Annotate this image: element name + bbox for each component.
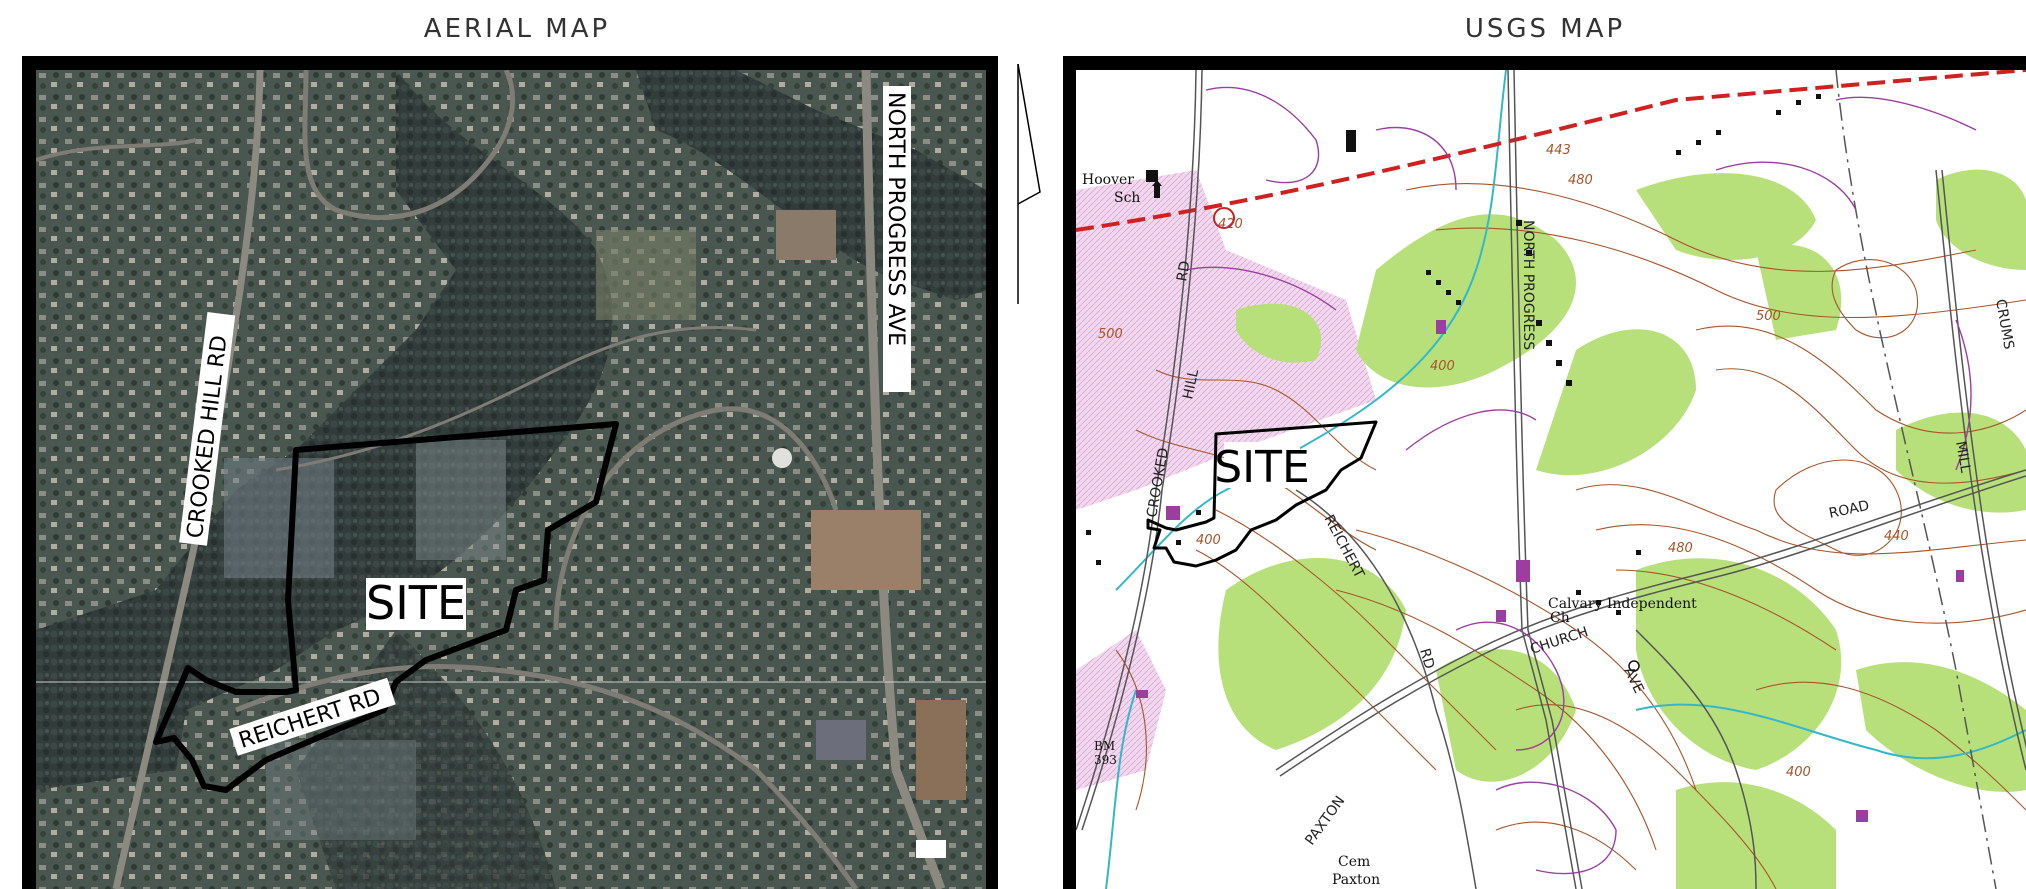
field (416, 440, 506, 560)
building (816, 720, 866, 760)
field (266, 740, 416, 840)
contour-label: 400 (1430, 359, 1455, 374)
local-road (36, 138, 197, 162)
route-shield-icon (1213, 207, 1235, 229)
building (916, 700, 966, 800)
site-label-bg (366, 578, 466, 630)
label-sch: Sch (1114, 190, 1140, 206)
aerial-map-frame: SITE CROOKED HILL RD NORTH PROGRESS AVE … (22, 56, 998, 889)
subdivision-road (302, 70, 516, 220)
field (596, 230, 696, 320)
subdivision-road (235, 663, 859, 889)
roads (1076, 70, 2026, 889)
label-bm: BM (1094, 739, 1115, 753)
label-hoover: Hoover (1082, 172, 1134, 188)
label-north-progress: NORTH PROGRESS (1520, 220, 1536, 350)
label-ch: Ch (1550, 610, 1570, 626)
landmark-icon (1628, 660, 1640, 672)
contour-label: 400 (1786, 765, 1811, 780)
contour-label: 500 (1098, 327, 1123, 342)
label-mill: MILL (1952, 440, 1973, 474)
contour-label: 500 (1756, 309, 1781, 324)
usgs-site-label: SITE (1214, 442, 1310, 493)
boundary-line (1076, 70, 2026, 232)
north-arrow-icon (1017, 64, 1041, 304)
label-bm-value: 393 (1094, 753, 1117, 767)
school-icon (1152, 180, 1162, 198)
stream (1115, 70, 1507, 591)
building (811, 510, 921, 590)
contour-label: 400 (1196, 533, 1221, 548)
purple-buildings (1136, 320, 1964, 822)
usgs-map-frame: SITE CROOKED HILL RD NORTH PROGRESS REIC… (1063, 56, 2026, 889)
label-rd-lower: RD (1416, 647, 1437, 671)
stream (1105, 689, 1137, 889)
north-progress-road (861, 70, 946, 889)
buildings (1086, 94, 1821, 615)
vegetation (1218, 169, 2026, 889)
usgs-map-title: USGS MAP (1464, 14, 1626, 44)
local-road (275, 325, 757, 472)
site-boundary[interactable] (153, 421, 619, 793)
usgs-map[interactable]: SITE CROOKED HILL RD NORTH PROGRESS REIC… (1076, 70, 2026, 889)
urban-area (1076, 170, 1376, 510)
contour-label: 480 (1568, 173, 1593, 188)
contour-label: 443 (1546, 143, 1571, 158)
usgs-site-label-bg (1224, 442, 1300, 488)
contour-lines (1115, 183, 2026, 889)
contour-label: 440 (1884, 529, 1909, 544)
usgs-site-boundary[interactable] (1146, 420, 1378, 568)
usgs-topo-map: SITE CROOKED HILL RD NORTH PROGRESS REIC… (1076, 70, 2026, 889)
subdivision-road (553, 406, 839, 631)
svg-text:NORTH PROGRESS AVE: NORTH PROGRESS AVE (883, 92, 908, 346)
label-rd-upper: RD (1174, 260, 1193, 283)
subdivision-roads (1185, 86, 1977, 875)
water-tower (772, 448, 792, 468)
label-calvary: Calvary Independent (1548, 596, 1697, 612)
building (776, 210, 836, 260)
contour-label: 480 (1668, 541, 1693, 556)
urban-area (1076, 630, 1166, 790)
sign-marker (916, 840, 946, 858)
label-hill: HILL (1180, 368, 1202, 401)
label-cem: Cem (1338, 854, 1370, 870)
label-paxton: Paxton (1332, 872, 1380, 888)
aerial-site-label: SITE (366, 576, 466, 630)
aerial-map[interactable]: SITE CROOKED HILL RD NORTH PROGRESS AVE … (36, 70, 986, 889)
aerial-map-title: AERIAL MAP (423, 14, 611, 44)
aerial-map-image: SITE CROOKED HILL RD NORTH PROGRESS AVE … (36, 70, 986, 889)
north-progress-ave-label: NORTH PROGRESS AVE (883, 86, 911, 392)
field (224, 458, 334, 578)
